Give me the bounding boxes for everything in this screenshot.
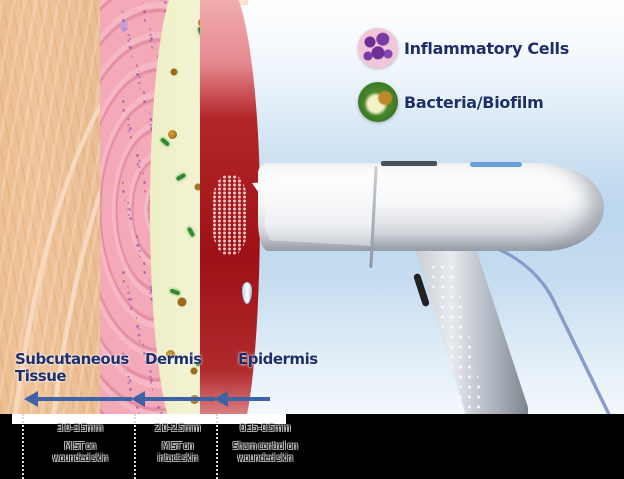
legend-item-inflammatory-cells: Inflammatory Cells (358, 28, 569, 68)
device-nozzle (252, 176, 372, 246)
depth-condition: Sham control on wounded skin (220, 441, 310, 465)
device-button (470, 162, 522, 167)
depth-value: 2.0–2.5mm (154, 423, 201, 434)
depth-marker-line (216, 414, 218, 479)
mist-penetration (212, 175, 248, 255)
droplet-icon (242, 282, 252, 304)
legend-item-bacteria-biofilm: Bacteria/Biofilm (358, 82, 544, 122)
condition-line: intact skin (157, 453, 198, 464)
condition-line: wounded skin (237, 453, 294, 464)
depth-marker-line (22, 414, 24, 479)
condition-line: MIST on (161, 441, 194, 452)
inflammatory-cells-icon (358, 28, 398, 68)
label-line: Tissue (15, 367, 67, 385)
label-line: Subcutaneous (15, 350, 129, 368)
bacteria-biofilm-icon (358, 82, 398, 122)
depth-condition: MIST on intact skin (140, 441, 215, 465)
depth-condition: MIST on wounded skin (30, 441, 130, 465)
legend-label: Inflammatory Cells (404, 38, 569, 58)
depth-marker-line (134, 414, 136, 479)
skin-cross-section-illustration: Inflammatory Cells Bacteria/Biofilm Subc… (0, 0, 624, 414)
label-subcutaneous-tissue: Subcutaneous Tissue (15, 351, 129, 385)
label-epidermis: Epidermis (238, 350, 318, 368)
label-dermis: Dermis (145, 350, 202, 368)
condition-line: wounded skin (52, 453, 109, 464)
depth-arrow-icon (24, 391, 132, 407)
device-accent-stripe (356, 240, 614, 414)
legend-label: Bacteria/Biofilm (404, 92, 544, 112)
depth-arrow-icon (214, 391, 270, 407)
condition-line: Sham control on (232, 441, 298, 452)
depth-value: 3.0–3.5mm (57, 423, 103, 434)
device-display (381, 161, 437, 166)
depth-arrow-icon (131, 391, 215, 407)
depth-value: 0.35–0.5mm (239, 423, 291, 434)
biofilm-spot-icon (168, 130, 177, 139)
scale-band (12, 414, 286, 424)
condition-line: MIST on (64, 441, 96, 452)
biofilm-spot-icon (166, 350, 175, 359)
